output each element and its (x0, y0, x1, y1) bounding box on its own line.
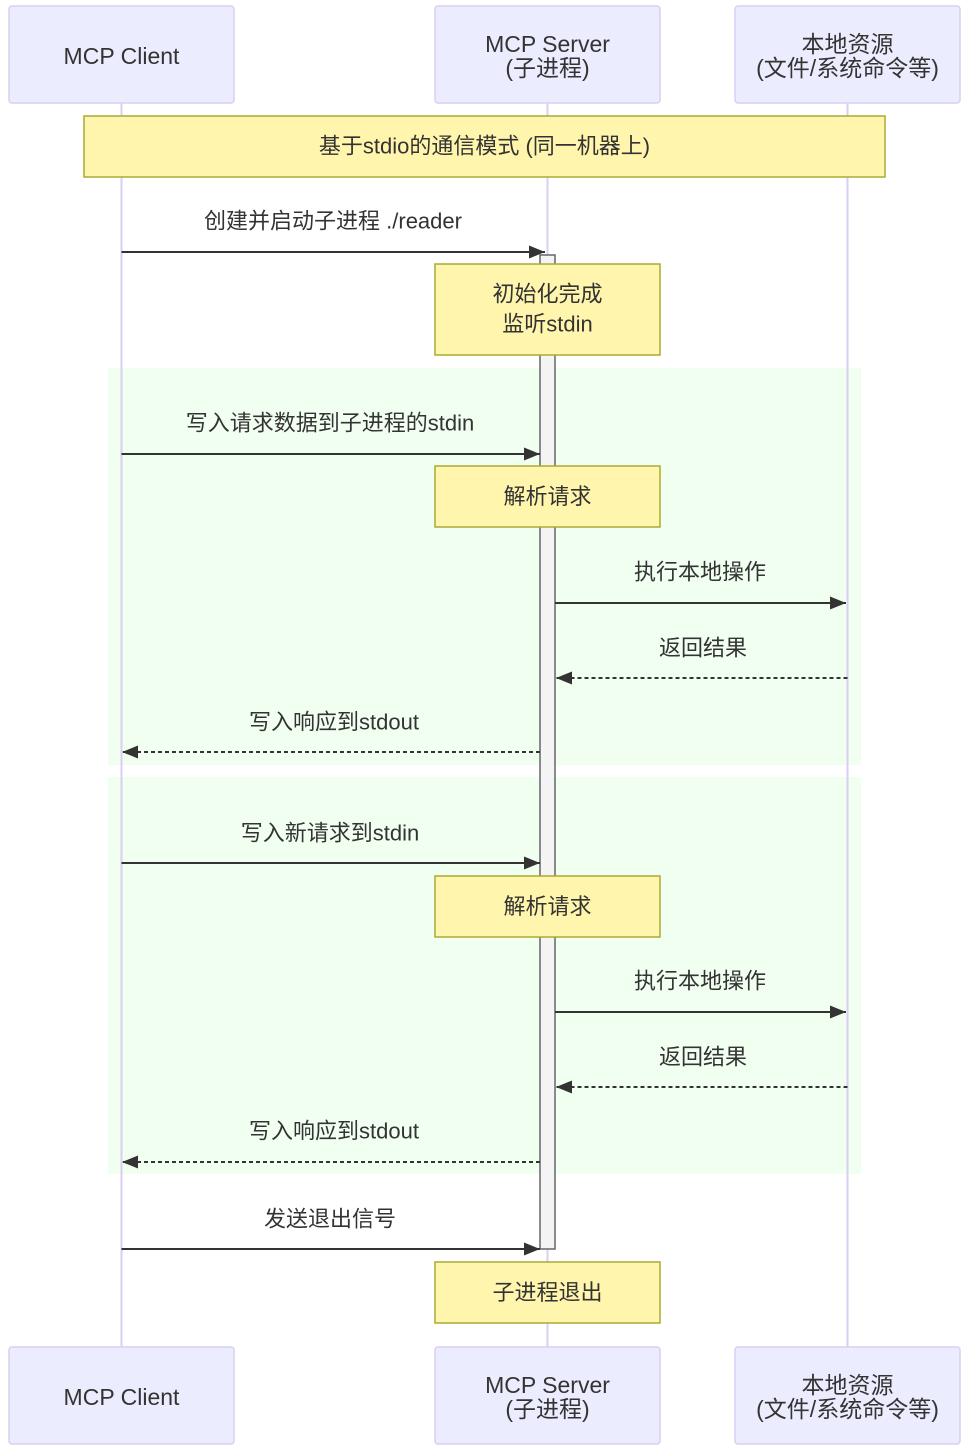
participant-sublabel: (文件/系统命令等) (756, 55, 939, 81)
message-label: 写入响应到stdout (249, 1119, 419, 1144)
note-communication-mode: 基于stdio的通信模式 (同一机器上) (83, 115, 886, 178)
participant-mcp-server-top: MCP Server (子进程) (434, 5, 661, 104)
message-label: 发送退出信号 (264, 1207, 396, 1232)
participant-label: MCP Client (64, 43, 180, 69)
participant-mcp-server-bottom: MCP Server (子进程) (434, 1346, 661, 1445)
participant-label: 本地资源 (802, 1372, 894, 1398)
participant-box (8, 5, 235, 104)
note-parse-request-1: 解析请求 (434, 465, 661, 528)
message-label: 创建并启动子进程 ./reader (204, 209, 462, 234)
note-box (434, 1261, 661, 1324)
participant-label: MCP Server (485, 1372, 610, 1398)
note-text: 基于stdio的通信模式 (同一机器上) (319, 134, 650, 159)
participant-box (734, 1346, 961, 1445)
note-box (434, 465, 661, 528)
participant-box (434, 1346, 661, 1445)
participant-sublabel: (子进程) (505, 1396, 589, 1422)
message-label: 返回结果 (659, 636, 747, 661)
message-label: 执行本地操作 (634, 969, 766, 994)
message-label: 写入响应到stdout (249, 710, 419, 735)
participant-local-resource-top: 本地资源 (文件/系统命令等) (734, 5, 961, 104)
note-text: 子进程退出 (492, 1280, 602, 1305)
message-label: 返回结果 (659, 1045, 747, 1070)
message-label: 写入新请求到stdin (241, 821, 419, 846)
message-label: 写入请求数据到子进程的stdin (186, 411, 474, 436)
note-text: 解析请求 (503, 484, 591, 509)
participant-local-resource-bottom: 本地资源 (文件/系统命令等) (734, 1346, 961, 1445)
note-box (434, 875, 661, 938)
participant-label: MCP Client (64, 1384, 180, 1410)
participant-label: 本地资源 (802, 31, 894, 57)
note-process-exit: 子进程退出 (434, 1261, 661, 1324)
interaction-block-1 (108, 368, 861, 765)
server-activation-bar (539, 254, 556, 1250)
participant-sublabel: (文件/系统命令等) (756, 1396, 939, 1422)
participant-mcp-client-top: MCP Client (8, 5, 235, 104)
note-parse-request-2: 解析请求 (434, 875, 661, 938)
participant-label: MCP Server (485, 31, 610, 57)
note-text: 监听stdin (502, 312, 592, 337)
note-text: 初始化完成 (492, 282, 602, 307)
participant-box (8, 1346, 235, 1445)
participant-box (734, 5, 961, 104)
participant-box (434, 5, 661, 104)
message-label: 执行本地操作 (634, 560, 766, 585)
note-init: 初始化完成 监听stdin (434, 263, 661, 356)
note-box (83, 115, 886, 178)
note-box (434, 263, 661, 356)
participant-sublabel: (子进程) (505, 55, 589, 81)
participant-mcp-client-bottom: MCP Client (8, 1346, 235, 1445)
note-text: 解析请求 (503, 894, 591, 919)
interaction-block-2 (108, 777, 861, 1174)
